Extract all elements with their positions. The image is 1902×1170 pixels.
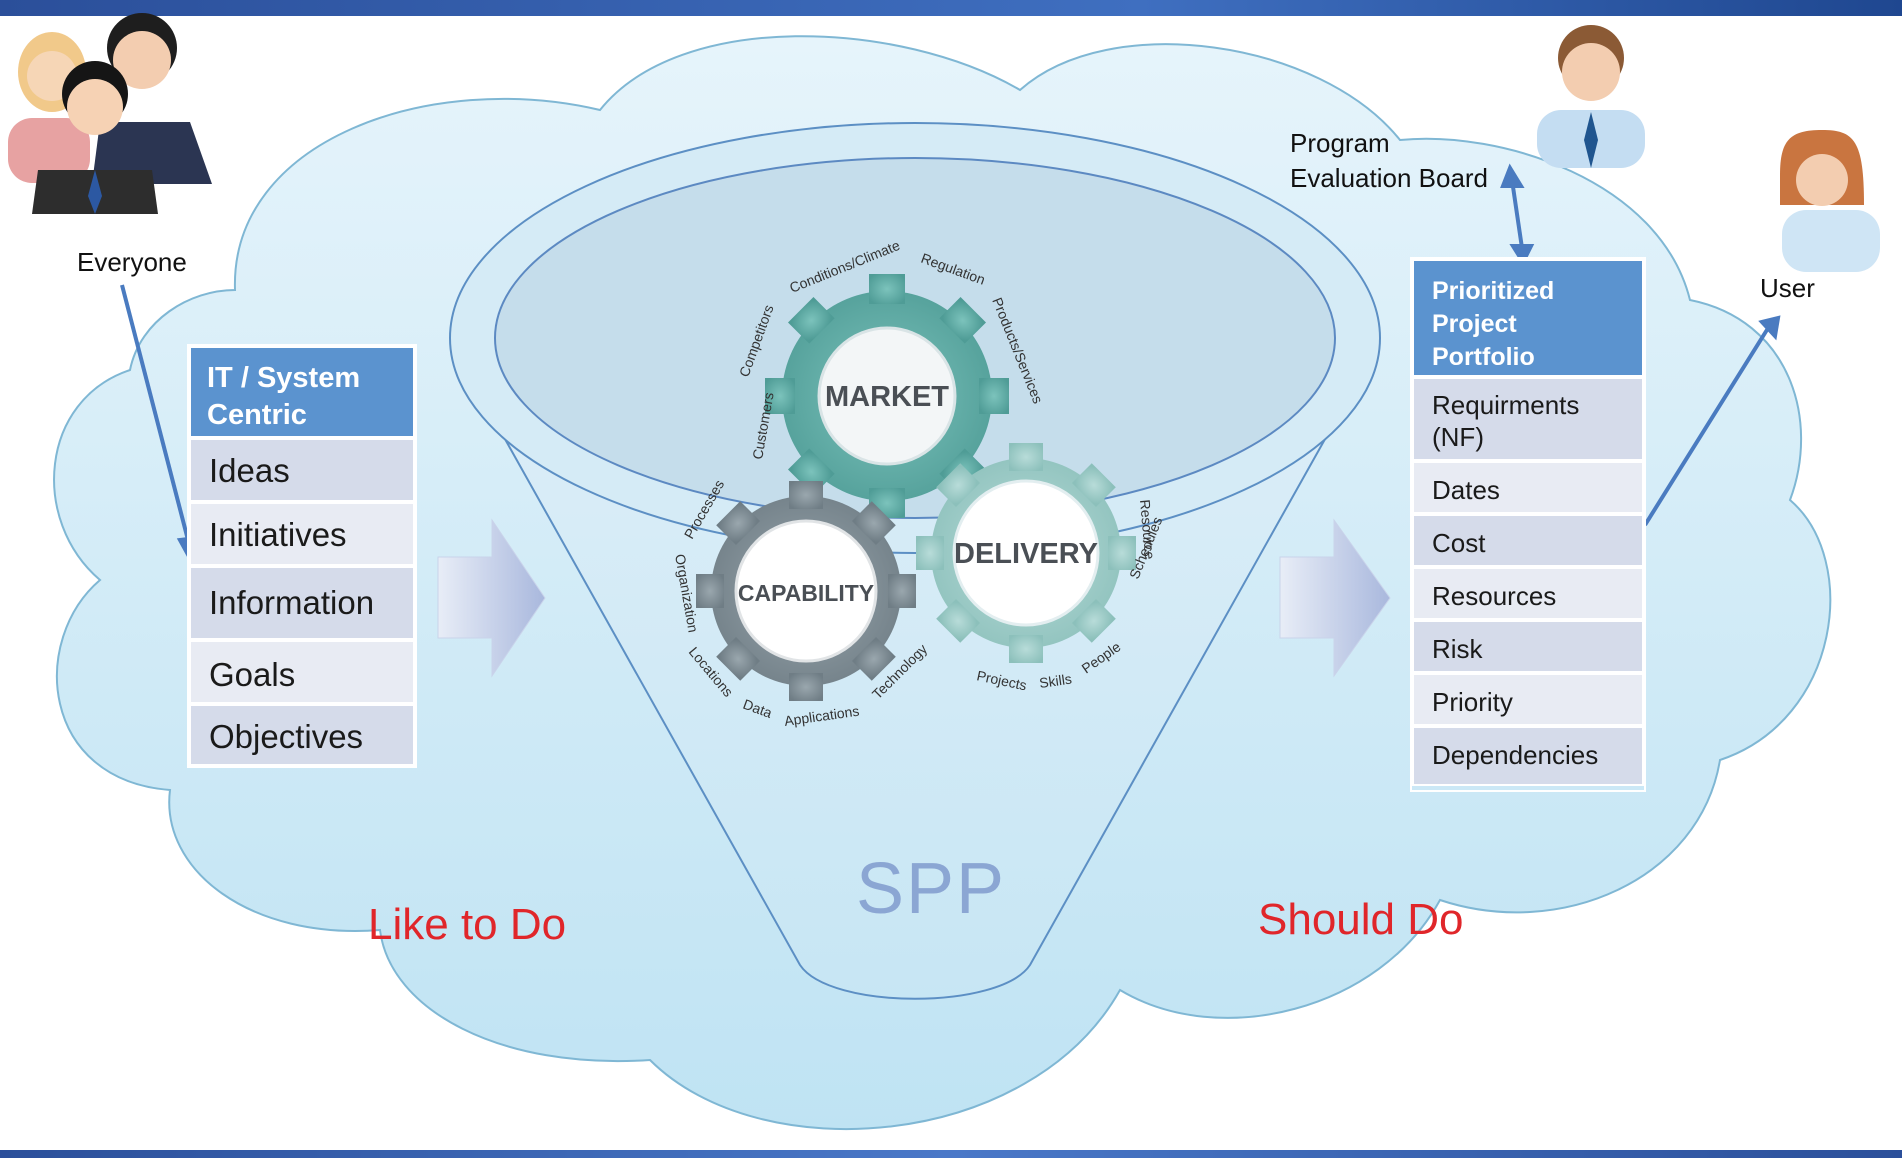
everyone-to-box-arrow bbox=[120, 284, 190, 541]
list-item-ideas: Ideas bbox=[189, 438, 415, 502]
list-item-cost: Cost bbox=[1412, 514, 1644, 567]
businessman-icon bbox=[1537, 25, 1645, 168]
header-line: Prioritized bbox=[1432, 277, 1555, 305]
list-item-risk: Risk bbox=[1412, 620, 1644, 673]
program-board-label-line2: Evaluation Board bbox=[1290, 163, 1489, 193]
item-line: Requirments bbox=[1432, 390, 1580, 420]
gear-icon bbox=[765, 274, 1009, 518]
list-item-requirements: Requirments (NF) bbox=[1412, 377, 1644, 461]
list-item-initiatives: Initiatives bbox=[189, 502, 415, 566]
gear-label-delivery: DELIVERY bbox=[954, 538, 1098, 570]
spp-label: SPP bbox=[856, 849, 1007, 929]
like-to-do-label: Like to Do bbox=[368, 900, 567, 949]
gear-label-market: MARKET bbox=[825, 381, 949, 413]
everyone-label: Everyone bbox=[77, 247, 187, 277]
item-line: (NF) bbox=[1432, 422, 1484, 452]
portfolio-to-user-arrow bbox=[1643, 323, 1772, 527]
list-item-information: Information bbox=[189, 566, 415, 640]
header-line: Centric bbox=[207, 399, 307, 431]
list-item-objectives: Objectives bbox=[189, 704, 415, 766]
it-system-centric-header: IT / System Centric bbox=[189, 346, 415, 438]
gear-label-capability: CAPABILITY bbox=[738, 580, 874, 606]
list-item-resources: Resources bbox=[1412, 567, 1644, 620]
list-item-dates: Dates bbox=[1412, 461, 1644, 514]
header-line: Project Portfolio bbox=[1432, 310, 1535, 371]
arrow-right-icon bbox=[437, 518, 546, 678]
ring-label-resource: Resource bbox=[1137, 499, 1158, 560]
header-line: IT / System bbox=[207, 362, 361, 394]
arrowhead-icon bbox=[1509, 244, 1535, 267]
gear-icon bbox=[696, 481, 916, 701]
prioritized-portfolio-list: Prioritized Project Portfolio Requirment… bbox=[1410, 257, 1646, 792]
bottom-banner bbox=[0, 1150, 1902, 1158]
prioritized-portfolio-header: Prioritized Project Portfolio bbox=[1412, 259, 1644, 377]
group-of-people-icon bbox=[8, 13, 212, 214]
gear-icon bbox=[916, 443, 1136, 663]
businesswoman-icon bbox=[1780, 130, 1880, 272]
user-label: User bbox=[1760, 273, 1815, 303]
arrowhead-icon bbox=[1500, 163, 1525, 188]
list-item-goals: Goals bbox=[189, 640, 415, 704]
ring-label-skills: Skills bbox=[1038, 671, 1073, 691]
list-item-priority: Priority bbox=[1412, 673, 1644, 726]
it-system-centric-list: IT / System Centric Ideas Initiatives In… bbox=[187, 344, 417, 768]
arrow-right-icon bbox=[1279, 518, 1391, 678]
top-banner bbox=[0, 0, 1902, 16]
arrowhead-icon bbox=[1758, 315, 1781, 341]
program-board-label-line1: Program bbox=[1290, 128, 1390, 158]
board-portfolio-arrow bbox=[1510, 179, 1524, 249]
list-item-dependencies: Dependencies bbox=[1412, 726, 1644, 786]
should-do-label: Should Do bbox=[1258, 895, 1464, 944]
